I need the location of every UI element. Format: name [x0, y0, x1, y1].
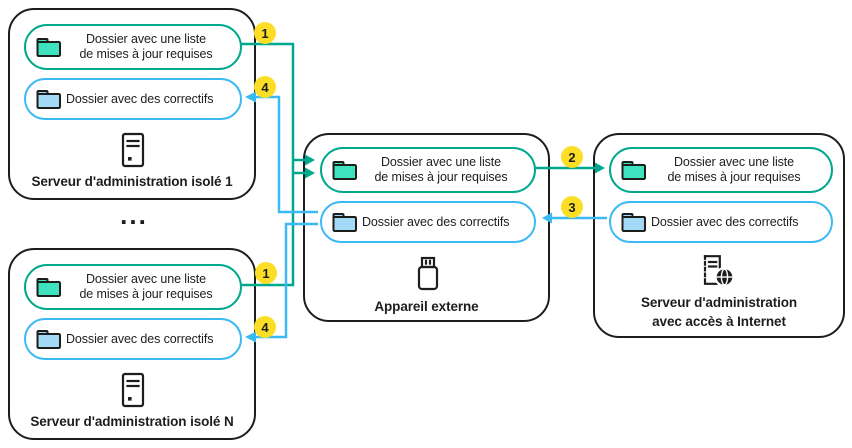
step-badge-1: 1	[254, 22, 276, 44]
updates-folder-pill: Dossier avec une liste de mises à jour r…	[24, 264, 242, 310]
patches-folder-label: Dossier avec des correctifs	[651, 214, 799, 229]
folder-icon	[36, 277, 61, 297]
step-badge-1: 1	[255, 262, 277, 284]
updates-folder-label-line2: de mises à jour requises	[79, 47, 213, 61]
box-title-internet-server-line2: avec accès à Internet	[652, 314, 786, 329]
updates-folder-pill: Dossier avec une liste de mises à jour r…	[320, 147, 536, 193]
patches-folder-label: Dossier avec des correctifs	[66, 91, 214, 106]
server-tower-icon	[121, 372, 145, 408]
updates-folder-label-line1: Dossier avec une liste	[380, 155, 502, 169]
usb-drive-icon	[417, 256, 439, 291]
server-tower-icon	[121, 132, 145, 168]
patches-folder-pill: Dossier avec des correctifs	[609, 201, 833, 243]
folder-icon	[621, 160, 646, 180]
updates-folder-label: Dossier avec une liste de mises à jour r…	[647, 155, 821, 185]
updates-folder-pill: Dossier avec une liste de mises à jour r…	[609, 147, 833, 193]
updates-folder-label-line1: Dossier avec une liste	[85, 272, 207, 286]
step-badge-2: 2	[561, 146, 583, 168]
folder-icon	[332, 160, 357, 180]
box-isolated-server-1: Dossier avec une liste de mises à jour r…	[8, 8, 256, 200]
patches-folder-label: Dossier avec des correctifs	[362, 214, 510, 229]
folder-icon	[621, 212, 646, 232]
folder-icon	[36, 37, 61, 57]
box-title-isolated-1: Serveur d'administration isolé 1	[31, 174, 233, 189]
updates-folder-label-line2: de mises à jour requises	[79, 287, 213, 301]
box-isolated-server-n: Dossier avec une liste de mises à jour r…	[8, 248, 256, 440]
step-badge-4: 4	[254, 316, 276, 338]
updates-folder-label: Dossier avec une liste de mises à jour r…	[62, 272, 230, 302]
patches-folder-pill: Dossier avec des correctifs	[320, 201, 536, 243]
folder-icon	[332, 212, 357, 232]
box-external-device: Dossier avec une liste de mises à jour r…	[303, 133, 550, 322]
patches-folder-pill: Dossier avec des correctifs	[24, 78, 242, 120]
updates-folder-label-line2: de mises à jour requises	[374, 170, 508, 184]
box-title-isolated-n: Serveur d'administration isolé N	[30, 414, 234, 429]
box-title-internet-server-line1: Serveur d'administration	[640, 295, 798, 310]
updates-folder-label: Dossier avec une liste de mises à jour r…	[358, 155, 524, 185]
updates-folder-label-line2: de mises à jour requises	[667, 170, 801, 184]
folder-icon	[36, 89, 61, 109]
server-globe-icon	[703, 255, 735, 287]
patches-folder-pill: Dossier avec des correctifs	[24, 318, 242, 360]
box-internet-server: Dossier avec une liste de mises à jour r…	[593, 133, 845, 338]
updates-folder-label-line1: Dossier avec une liste	[673, 155, 795, 169]
patches-folder-label: Dossier avec des correctifs	[66, 331, 214, 346]
box-title-internet-server: Serveur d'administration avec accès à In…	[595, 293, 843, 331]
updates-folder-label-line1: Dossier avec une liste	[85, 32, 207, 46]
step-badge-3: 3	[561, 196, 583, 218]
updates-folder-label: Dossier avec une liste de mises à jour r…	[62, 32, 230, 62]
updates-folder-pill: Dossier avec une liste de mises à jour r…	[24, 24, 242, 70]
step-badge-4: 4	[254, 76, 276, 98]
folder-icon	[36, 329, 61, 349]
ellipsis-more-servers: ...	[120, 200, 148, 230]
box-title-external-device: Appareil externe	[374, 299, 479, 314]
